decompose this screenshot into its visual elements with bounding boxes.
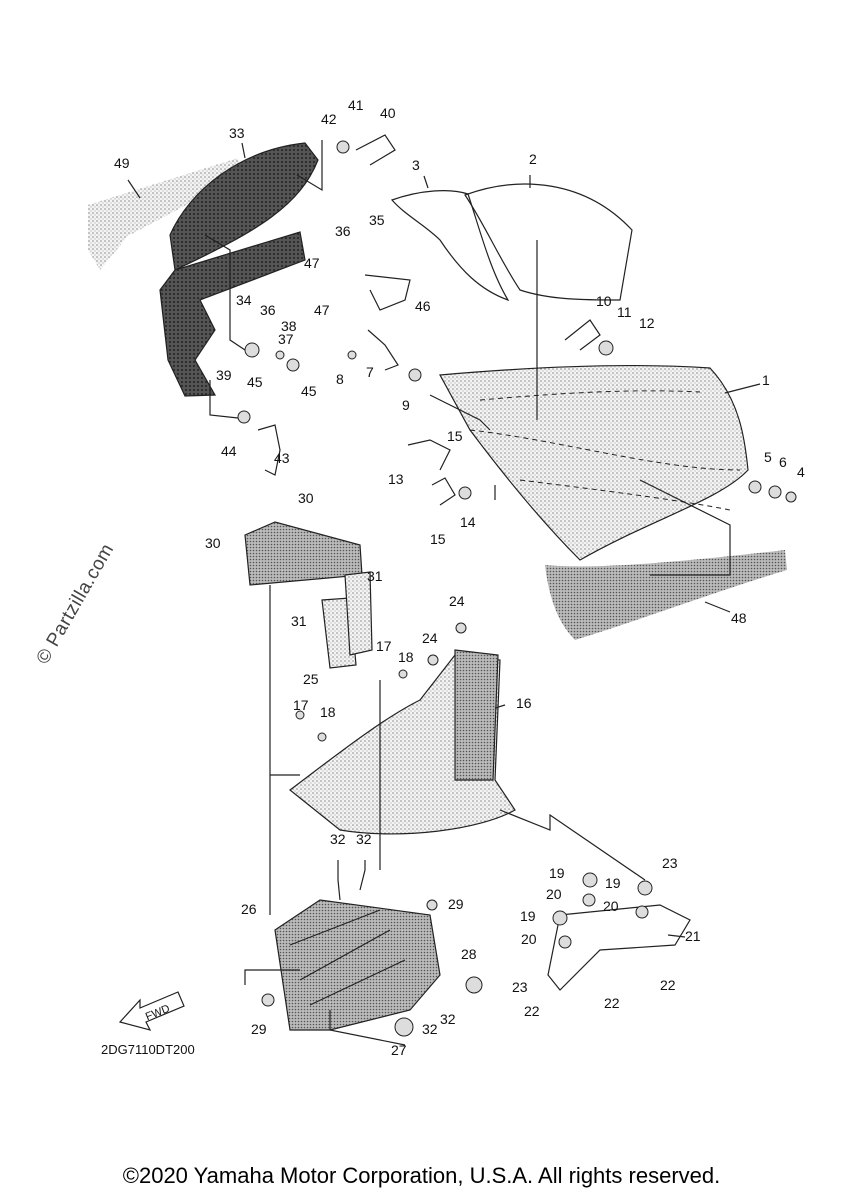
- callout-labels: 1 2 3 4 5 6 7 8 9 10 11 12 13 14 15 15 1…: [114, 97, 805, 1058]
- callout: 28: [461, 946, 477, 962]
- callout: 39: [216, 367, 232, 383]
- part-46-bracket: [364, 274, 411, 311]
- part-14-bracket: [431, 477, 456, 506]
- callout: 20: [521, 931, 537, 947]
- callout: 7: [366, 364, 374, 380]
- callout: 23: [662, 855, 678, 871]
- fwd-arrow: FWD: [118, 991, 185, 1031]
- callout: 21: [685, 928, 701, 944]
- callout: 45: [247, 374, 263, 390]
- callout: 31: [291, 613, 307, 629]
- callout: 22: [660, 977, 676, 993]
- hardware-parts: [237, 140, 797, 1037]
- callout: 32: [330, 831, 346, 847]
- callout: 35: [369, 212, 385, 228]
- callout: 15: [447, 428, 463, 444]
- callout: 11: [617, 304, 632, 320]
- callout: 20: [546, 886, 562, 902]
- callout: 18: [398, 649, 414, 665]
- callout: 43: [274, 450, 290, 466]
- callout: 22: [604, 995, 620, 1011]
- callout: 36: [260, 302, 276, 318]
- part-1-side-panel: [439, 364, 749, 561]
- callout: 30: [205, 535, 221, 551]
- callout: 40: [380, 105, 396, 121]
- callout: 48: [731, 610, 747, 626]
- callout: 47: [314, 302, 330, 318]
- part-43-bracket: [257, 424, 281, 476]
- part-13-bracket: [407, 439, 451, 471]
- callout: 34: [236, 292, 252, 308]
- callout: 25: [303, 671, 319, 687]
- callout: 20: [603, 898, 619, 914]
- callout: 38: [281, 318, 297, 334]
- callout: 30: [298, 490, 314, 506]
- callout: 32: [422, 1021, 438, 1037]
- callout: 12: [639, 315, 655, 331]
- callout: 31: [367, 568, 383, 584]
- part-3-windscreen: [390, 190, 510, 302]
- part-21-bracket: [547, 904, 691, 991]
- callout: 17: [376, 638, 392, 654]
- callout: 37: [278, 331, 294, 347]
- callout: 44: [221, 443, 237, 459]
- callout: 18: [320, 704, 336, 720]
- callout: 14: [460, 514, 476, 530]
- callout: 2: [529, 151, 537, 167]
- callout: 24: [449, 593, 465, 609]
- part-40-bracket: [355, 134, 396, 166]
- part-7-bracket: [367, 329, 399, 371]
- callout: 4: [797, 464, 805, 480]
- callout: 17: [293, 697, 309, 713]
- part-33-upper-cowl: [169, 142, 319, 271]
- callout: 6: [779, 454, 787, 470]
- callout: 8: [336, 371, 344, 387]
- callout: 26: [241, 901, 257, 917]
- callout: 46: [415, 298, 431, 314]
- callout: 10: [596, 293, 612, 309]
- assembly-lines: [204, 140, 731, 1046]
- part-2-main-cowl: [464, 183, 633, 301]
- callout: 13: [388, 471, 404, 487]
- part-16-duct: [454, 649, 499, 781]
- part-33-cowl-fins: [159, 231, 306, 397]
- part-10-bracket: [564, 319, 601, 351]
- callout: 16: [516, 695, 532, 711]
- callout: 19: [605, 875, 621, 891]
- callout: 36: [335, 223, 351, 239]
- callout: 19: [520, 908, 536, 924]
- callout: 32: [440, 1011, 456, 1027]
- callout: 15: [430, 531, 446, 547]
- callout: 22: [524, 1003, 540, 1019]
- part-1-panel-inner-dash: [469, 390, 741, 511]
- callout: 32: [356, 831, 372, 847]
- callout: 47: [304, 255, 320, 271]
- part-30-bracket: [244, 521, 363, 586]
- callout: 29: [251, 1021, 267, 1037]
- part-49-strip: [88, 158, 243, 270]
- callout: 3: [412, 157, 420, 173]
- diagram-code: 2DG7110DT200: [101, 1042, 195, 1057]
- part-26-lower-frame: [274, 899, 441, 1031]
- leader-lines: [127, 142, 761, 938]
- copyright-notice: ©2020 Yamaha Motor Corporation, U.S.A. A…: [122, 1163, 721, 1188]
- callout: 42: [321, 111, 337, 127]
- callout: 27: [391, 1042, 407, 1058]
- callout: 49: [114, 155, 130, 171]
- callout: 5: [764, 449, 772, 465]
- callout: 45: [301, 383, 317, 399]
- callout: 24: [422, 630, 438, 646]
- part-26-frame-struts: [289, 909, 406, 1006]
- callout: 33: [229, 125, 245, 141]
- part-48-lower-strip: [545, 550, 787, 640]
- callout: 9: [402, 397, 410, 413]
- callout: 41: [348, 97, 364, 113]
- callout: 29: [448, 896, 464, 912]
- callout: 23: [512, 979, 528, 995]
- part-31-strap-right: [344, 571, 373, 656]
- callout: 19: [549, 865, 565, 881]
- callout: 1: [762, 372, 770, 388]
